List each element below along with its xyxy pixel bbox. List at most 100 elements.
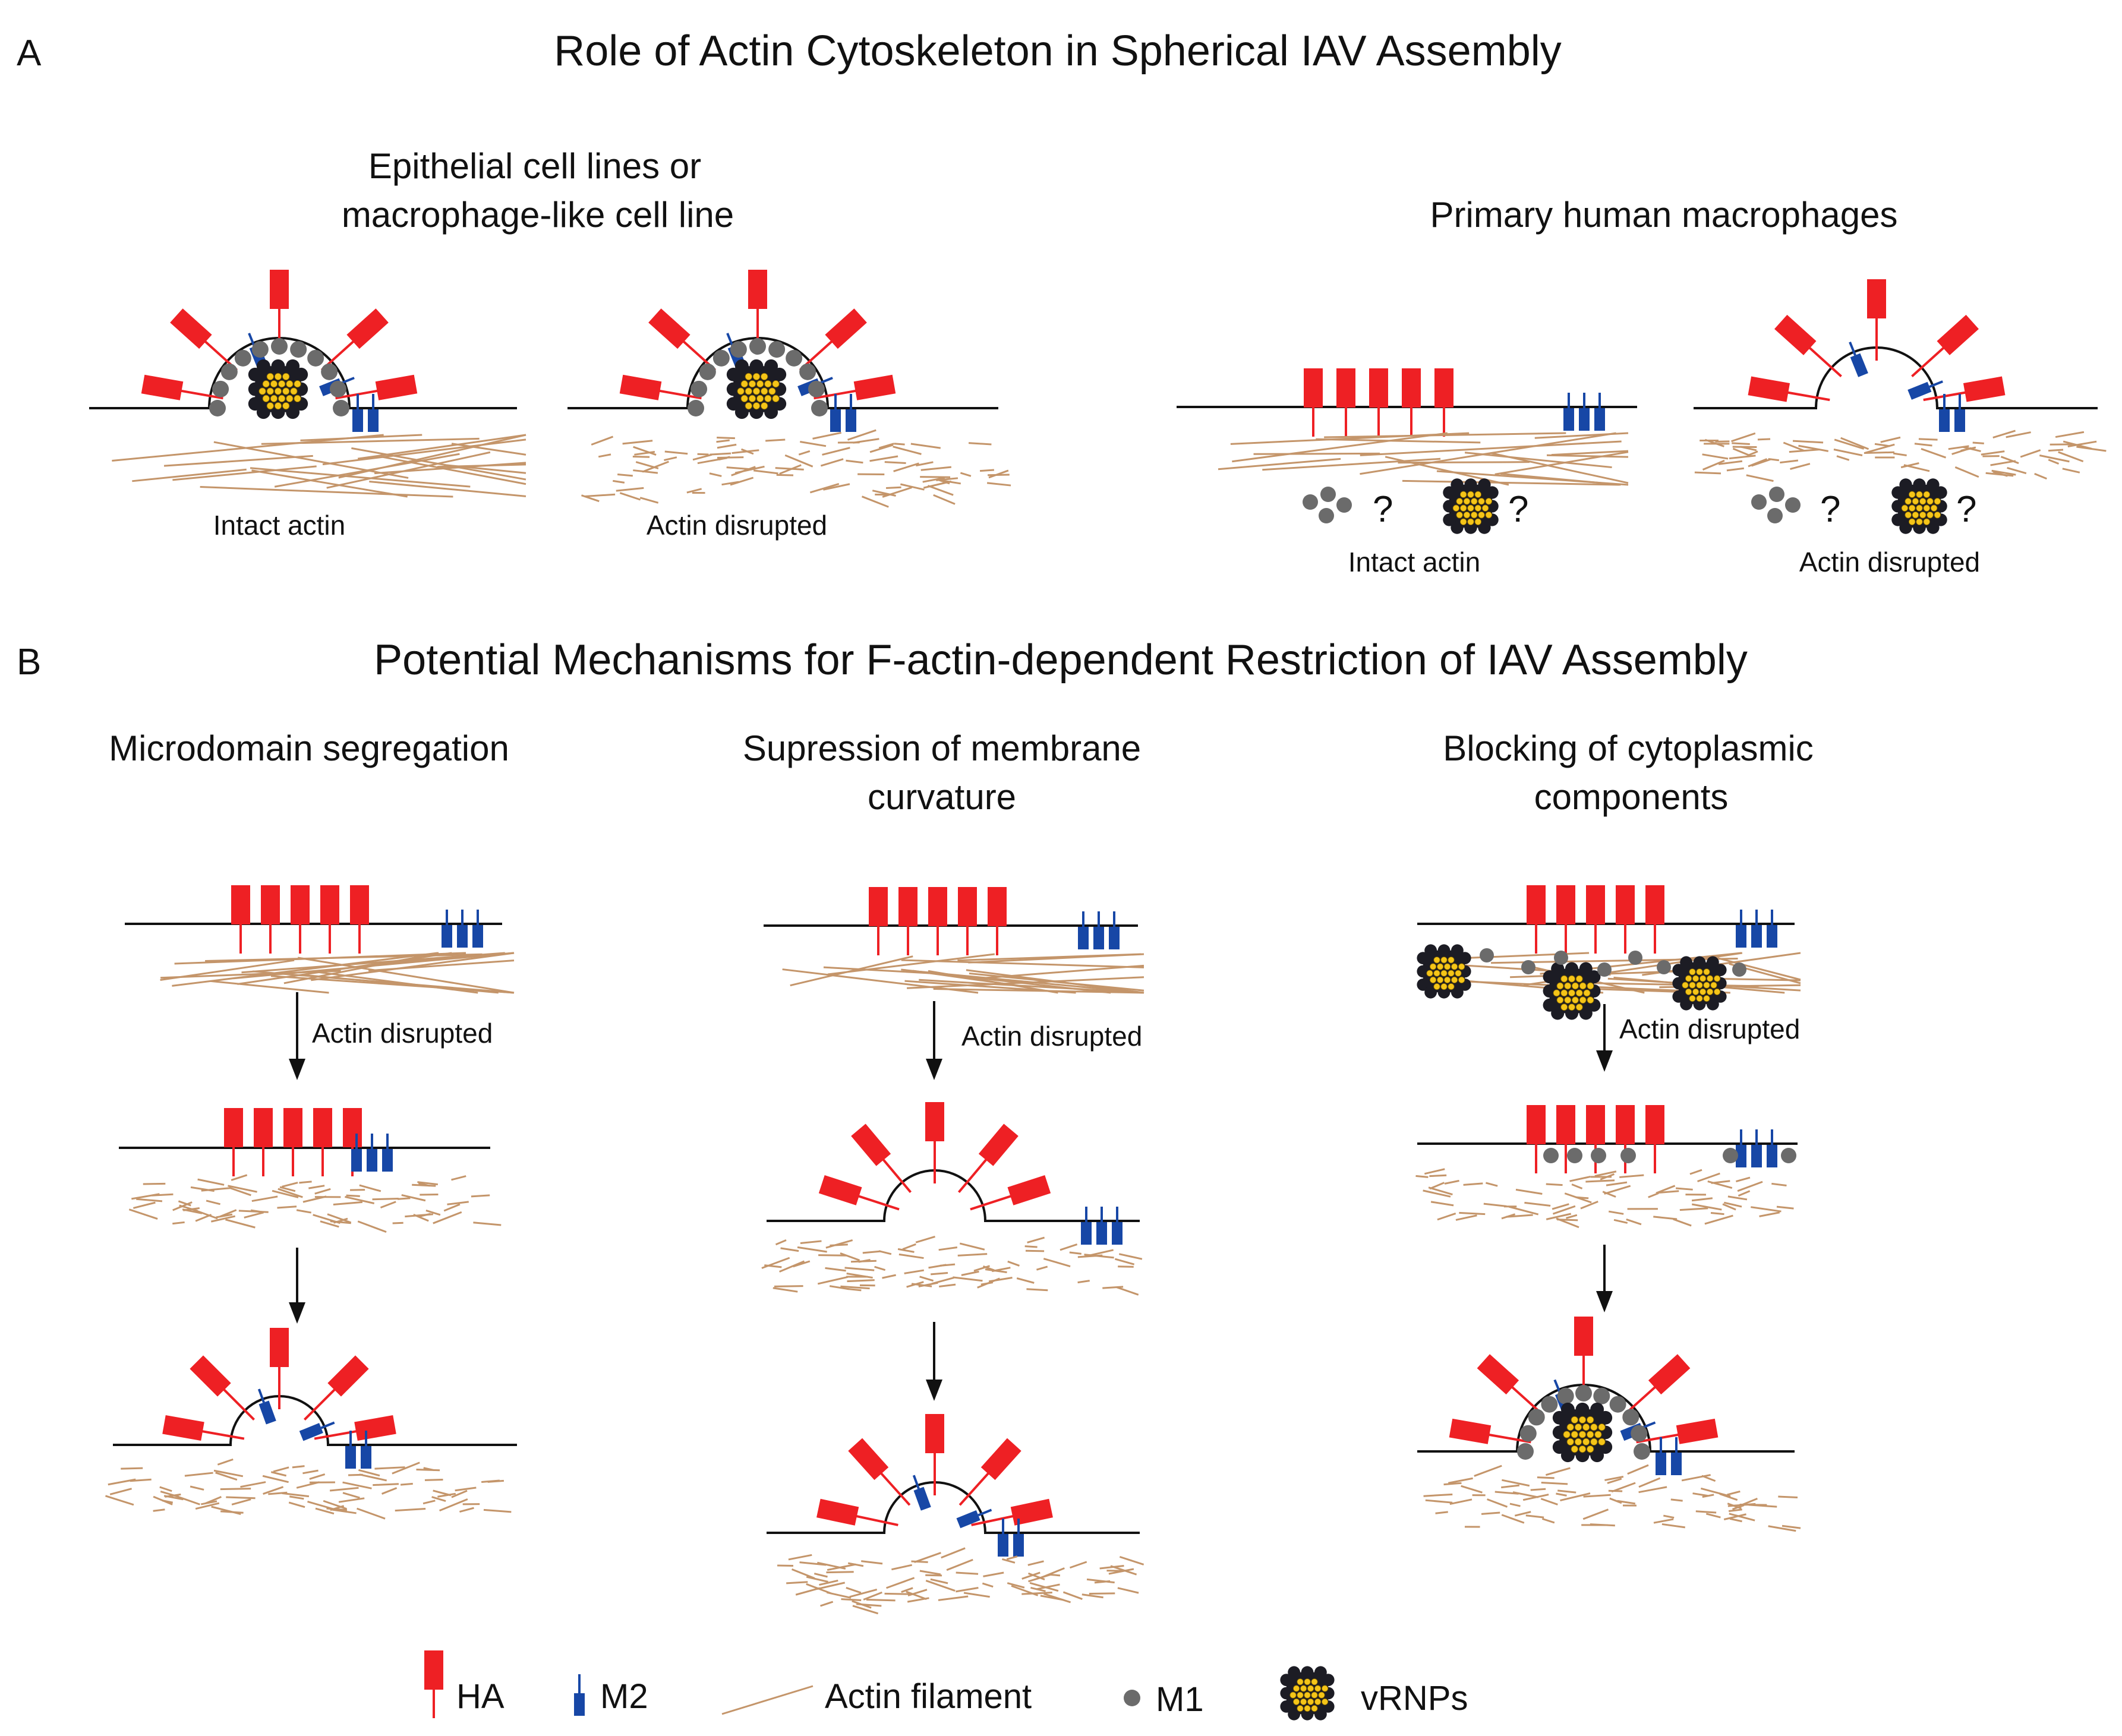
- actin-fragment: [1006, 1555, 1018, 1561]
- actin-fragment: [1695, 1510, 1717, 1514]
- vrnp-bundle-icon: [1552, 1402, 1613, 1463]
- ha-glycoprotein-icon: [320, 885, 339, 954]
- actin-fragment: [2000, 456, 2019, 465]
- ha-glycoprotein-icon: [270, 270, 289, 351]
- m2-channel-icon: [1954, 394, 1965, 432]
- actin-fragment: [1692, 1492, 1708, 1497]
- actin-filament: [251, 469, 408, 498]
- actin-fragment: [717, 443, 737, 449]
- actin-filament: [374, 462, 526, 475]
- m1-protein-icon: [1781, 1148, 1796, 1163]
- microdomain-segregation-step-2: [119, 1108, 502, 1233]
- actin-fragment: [1658, 1190, 1679, 1194]
- actin-fragment: [692, 453, 712, 461]
- actin-fragment: [217, 1458, 234, 1466]
- m1-protein-icon: [799, 363, 816, 380]
- panel-b-title: Potential Mechanisms for F-actin-depende…: [374, 636, 1748, 684]
- panel-b-column-3-title-line-1: Blocking of cytoplasmic: [1443, 728, 1814, 768]
- actin-fragment: [852, 1605, 879, 1615]
- actin-filament: [966, 969, 1144, 994]
- actin-fragment: [1487, 1498, 1508, 1508]
- actin-fragment: [983, 1571, 1004, 1577]
- actin-fragment: [240, 1481, 266, 1488]
- actin-filament: [451, 443, 526, 456]
- actin-fragment: [622, 440, 653, 445]
- ha-glycoprotein-icon: [898, 887, 917, 955]
- actin-fragment: [1776, 1205, 1794, 1210]
- actin-fragment: [1638, 1486, 1667, 1494]
- actin-fragment: [1604, 1476, 1624, 1481]
- actin-fragment: [225, 1219, 256, 1229]
- actin-fragment: [1459, 1211, 1486, 1216]
- actin-fragment: [893, 462, 919, 472]
- m2-channel-icon: [1112, 1207, 1123, 1245]
- actin-fragment: [1992, 430, 2016, 438]
- legend-ha-icon: [424, 1650, 443, 1718]
- actin-fragment: [1435, 1511, 1448, 1514]
- actin-filament: [1316, 438, 1481, 444]
- actin-fragment: [960, 472, 972, 477]
- cytoplasmic-blocking-step-3: [1417, 1317, 1801, 1532]
- actin-fragment: [1759, 1211, 1780, 1217]
- actin-fragment: [849, 1588, 878, 1598]
- actin-fragment: [1757, 438, 1771, 441]
- actin-fragment: [914, 1552, 941, 1563]
- ha-glycoprotein-icon: [851, 1123, 912, 1194]
- panel-a-title: Role of Actin Cytoskeleton in Spherical …: [554, 27, 1561, 75]
- actin-fragment: [327, 1213, 352, 1224]
- actin-fragment: [1461, 1485, 1483, 1494]
- microdomain-step-label: Actin disrupted: [312, 1018, 493, 1049]
- actin-fragments: [761, 1235, 1143, 1296]
- actin-filament: [200, 486, 453, 498]
- actin-fragment: [459, 1507, 474, 1513]
- actin-filament: [163, 454, 313, 467]
- actin-fragment: [1723, 1513, 1746, 1520]
- actin-fragment: [159, 1486, 172, 1492]
- actin-filament: [1551, 450, 1629, 456]
- actin-fragment: [847, 1279, 875, 1283]
- actin-fragment: [1530, 1488, 1546, 1491]
- actin-fragment: [1463, 1182, 1483, 1186]
- actin-fragment: [1722, 1203, 1736, 1211]
- actin-fragment: [1002, 1558, 1016, 1564]
- actin-fragment: [988, 469, 1009, 479]
- m2-channel-icon: [1096, 1207, 1107, 1245]
- panel-a-caption-epithelial-intact: Intact actin: [213, 510, 345, 541]
- m2-channel-icon: [830, 394, 841, 432]
- actin-fragment: [163, 1495, 184, 1501]
- m1-protein-icon: [321, 363, 338, 380]
- actin-fragment: [178, 1200, 191, 1207]
- m1-protein-icon: [768, 341, 786, 358]
- actin-filament: [907, 976, 1144, 989]
- actin-fragment: [1607, 1478, 1622, 1484]
- ha-glycoprotein-icon: [1336, 368, 1355, 437]
- actin-fragment: [229, 1186, 251, 1197]
- actin-fragments: [1423, 1464, 1801, 1532]
- actin-fragment: [162, 1500, 174, 1504]
- actin-fragment: [910, 443, 941, 449]
- actin-fragment: [939, 479, 950, 485]
- actin-fragment: [422, 1500, 436, 1505]
- ha-glycoprotein-icon: [1645, 1105, 1664, 1173]
- actin-fragment: [231, 1174, 248, 1181]
- vrnp-bundle-icon: [1543, 962, 1601, 1020]
- actin-fragment: [642, 460, 669, 473]
- actin-fragment: [216, 1213, 233, 1219]
- ha-glycoprotein-icon: [971, 1498, 1053, 1526]
- actin-fragment: [1594, 1170, 1617, 1177]
- actin-fragment: [182, 1208, 203, 1214]
- ha-glycoprotein-icon: [1911, 314, 1979, 377]
- actin-fragment: [262, 1475, 289, 1484]
- actin-fragment: [847, 1287, 862, 1292]
- panel-b-column-2-title-line-2: curvature: [868, 777, 1016, 817]
- m1-protein-icon: [1521, 960, 1535, 974]
- actin-fragment: [289, 1495, 304, 1500]
- m1-protein-icon: [1620, 1148, 1636, 1163]
- actin-fragment: [342, 1492, 360, 1499]
- actin-fragment: [827, 1563, 856, 1571]
- panel-a-caption-epithelial-disrupted: Actin disrupted: [647, 510, 827, 541]
- actin-filament: [261, 437, 480, 445]
- m1-protein-icon: [1303, 494, 1318, 510]
- m1-protein-icon: [220, 363, 238, 380]
- actin-fragment: [1727, 1195, 1748, 1201]
